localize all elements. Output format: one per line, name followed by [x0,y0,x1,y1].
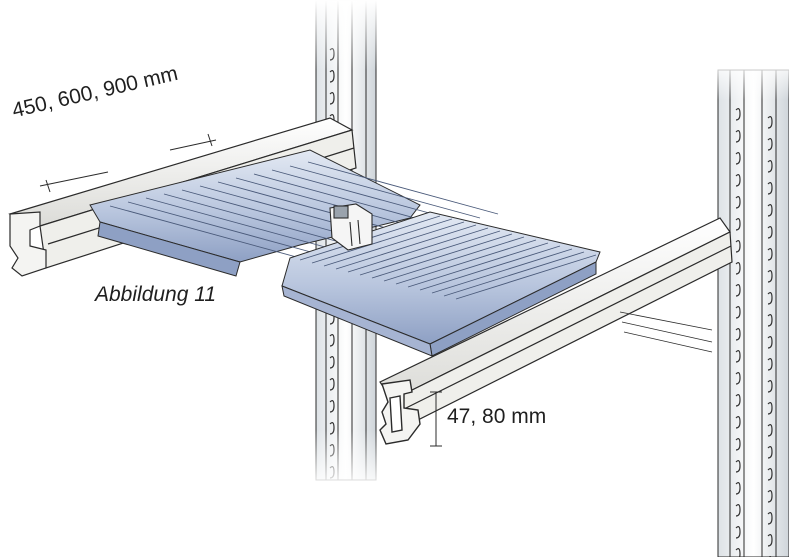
height-dimension-marker [430,391,442,447]
shelf-rib [163,193,355,247]
shelf-rib [307,161,499,215]
upright-post-right [712,60,789,557]
width-dimension-marker [39,133,217,193]
upright-slot [329,356,335,369]
shelf-rib [419,245,561,291]
upright-slot [767,160,773,173]
shelf-rib [311,218,453,264]
shelf-rib [235,177,427,231]
shelf-rib [109,205,301,259]
upright-slot [735,394,741,407]
upright-slot [735,196,741,209]
shelf-rib [347,227,489,273]
upright-slot [735,350,741,363]
upright-slot [767,534,773,547]
upright-slot [329,334,335,347]
upright-slot [767,292,773,305]
upright-slot [735,218,741,231]
upright-slot [735,284,741,297]
upright-slot [767,270,773,283]
upright-slot [735,108,741,121]
upright-slot [735,328,741,341]
shelf-rib [127,201,319,255]
shelf-rib [217,181,409,235]
upright-slot [735,306,741,319]
upright-slot [329,400,335,413]
upright-slot [735,416,741,429]
upright-slot [767,380,773,393]
rail-end-profile-front [379,379,421,445]
upright-slot [735,548,741,557]
upright-slot [735,262,741,275]
upright-slot [767,204,773,217]
upright-slot [735,438,741,451]
upright-slot [767,116,773,129]
shelf-rib [335,224,477,270]
shelf-rib [323,221,465,267]
upright-slot [735,372,741,385]
upright-slot [735,240,741,253]
shelf-rib [395,239,537,285]
upright-slot [767,468,773,481]
upright-slot [767,182,773,195]
shelf-rib [407,242,549,288]
shelf-rib [443,251,585,297]
upright-slot [767,314,773,327]
upright-slot [735,526,741,539]
upright-slot [735,482,741,495]
upright-slot [735,460,741,473]
shelf-rib [145,197,337,251]
upright-slot [735,174,741,187]
upright-slot [735,152,741,165]
upright-slot [767,248,773,261]
upright-slot [735,504,741,517]
connector-clip [329,203,373,251]
upright-slot [329,70,335,83]
upright-slot [767,446,773,459]
upright-slot [329,92,335,105]
upright-slot [767,226,773,239]
figure-caption: Abbildung 11 [95,283,217,306]
shelf-rib [289,165,481,219]
shelf-rib [431,248,573,294]
shelf-rib [359,230,501,276]
upright-slot [735,130,741,143]
shelf-rib [371,233,513,279]
height-dimension-label: 47, 80 mm [447,405,547,428]
upright-slot [767,336,773,349]
upright-slot [767,490,773,503]
upright-slot [767,138,773,151]
upright-slot [329,378,335,391]
upright-slot [767,402,773,415]
shelf-rib [383,236,525,282]
upright-slot [767,512,773,525]
upright-slot [767,358,773,371]
upright-slot [767,424,773,437]
shelf-rib [455,254,597,300]
